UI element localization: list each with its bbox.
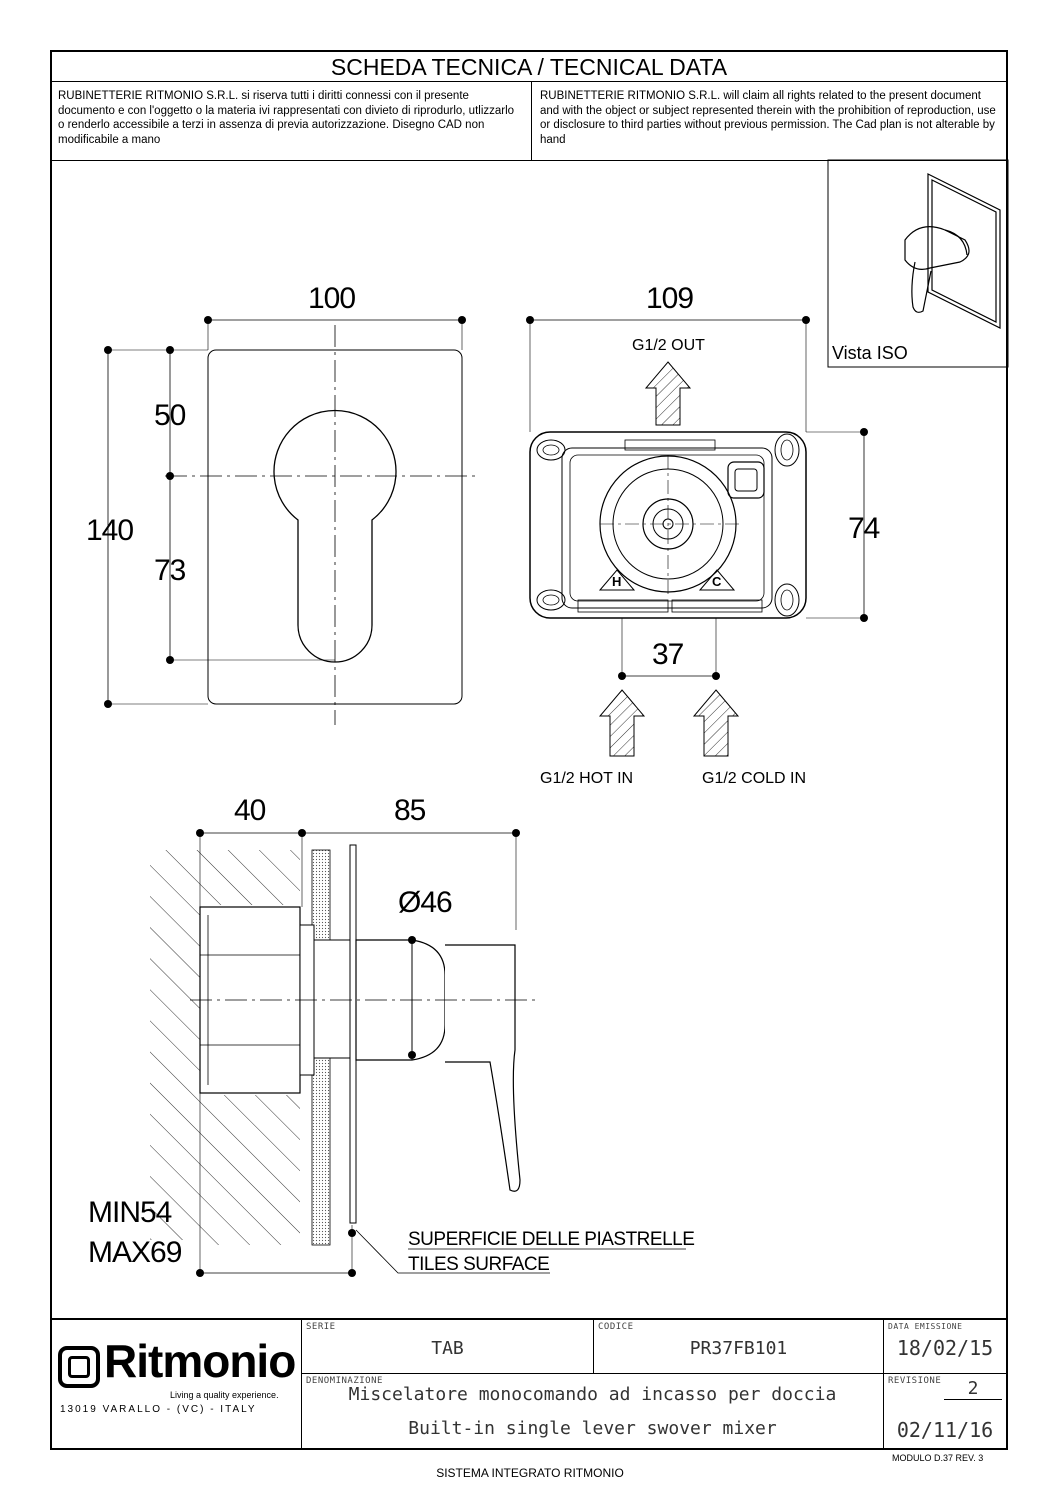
- iso-view-label: Vista ISO: [832, 343, 908, 363]
- brand-cell: Ritmonio Living a quality experience. 13…: [50, 1320, 302, 1450]
- dim-diameter: Ø46: [398, 886, 452, 919]
- back-view: [529, 319, 865, 677]
- cold-inlet-label: G1/2 COLD IN: [702, 770, 806, 787]
- company-address: 13019 VARALLO - (VC) - ITALY: [60, 1404, 257, 1415]
- front-view-dim-dots: [104, 316, 466, 708]
- description-english: Built-in single lever swover mixer: [408, 1418, 777, 1439]
- tiles-surface-label-it: SUPERFICIE DELLE PIASTRELLE: [408, 1229, 694, 1250]
- revision-date: 02/11/16: [896, 1418, 994, 1442]
- ritmonio-logo-icon: [58, 1346, 100, 1388]
- front-view: [107, 319, 475, 725]
- dim-back-width: 109: [646, 282, 693, 315]
- brand-tagline: Living a quality experience.: [170, 1390, 279, 1400]
- denominazione-cell: DENOMINAZIONE Miscelatore monocomando ad…: [302, 1374, 884, 1450]
- dim-front-width: 100: [308, 282, 355, 315]
- outlet-arrow-icon: [644, 361, 692, 426]
- iso-mixer-icon: [904, 173, 1001, 329]
- hot-inlet-label: G1/2 HOT IN: [540, 770, 633, 787]
- description-italian: Miscelatore monocomando ad incasso per d…: [348, 1384, 837, 1405]
- revisione-value: 2: [944, 1378, 1002, 1400]
- iso-view: Vista ISO: [827, 159, 1009, 368]
- codice-value: PR37FB101: [689, 1338, 788, 1359]
- dim-front-height: 140: [86, 514, 133, 547]
- tiles-surface-label-en: TILES SURFACE: [408, 1254, 549, 1275]
- denominazione-label: DENOMINAZIONE: [306, 1376, 383, 1386]
- modulo-reference: MODULO D.37 REV. 3: [892, 1453, 984, 1463]
- hot-mark: H: [612, 574, 621, 589]
- cold-mark: C: [712, 574, 722, 589]
- revisione-cell: REVISIONE 2 02/11/16: [884, 1374, 1006, 1450]
- codice-cell: CODICE PR37FB101: [594, 1320, 884, 1374]
- disclaimer-english: RUBINETTERIE RITMONIO S.R.L. will claim …: [540, 90, 996, 146]
- title-block: Ritmonio Living a quality experience. 13…: [50, 1318, 1008, 1450]
- outlet-label: G1/2 OUT: [632, 337, 705, 354]
- data-emissione-cell: DATA EMISSIONE 18/02/15: [884, 1320, 1006, 1374]
- dim-back-height: 74: [848, 512, 880, 545]
- serie-cell: SERIE TAB: [302, 1320, 594, 1374]
- revisione-label: REVISIONE: [888, 1376, 942, 1386]
- cold-inlet-arrow-icon: [692, 689, 740, 757]
- sheet-title: SCHEDA TECNICA / TECNICAL DATA: [50, 50, 1008, 82]
- side-view: [150, 832, 686, 1274]
- dim-front-lower: 73: [154, 554, 186, 587]
- brand-name: Ritmonio: [104, 1335, 296, 1387]
- dim-inlet-spacing: 37: [652, 638, 684, 671]
- drawing-sheet-border: [50, 50, 1008, 1450]
- side-view-dim-dots: [196, 829, 520, 1277]
- hot-inlet-arrow-icon: [598, 689, 646, 757]
- dim-front-top: 50: [154, 399, 186, 432]
- data-emissione-label: DATA EMISSIONE: [888, 1322, 963, 1331]
- data-emissione-value: 18/02/15: [896, 1336, 994, 1360]
- dim-min-depth: MIN54: [88, 1196, 172, 1229]
- dim-projection: 85: [394, 794, 426, 827]
- dim-max-depth: MAX69: [88, 1236, 182, 1269]
- disclaimer-italian: RUBINETTERIE RITMONIO S.R.L. si riserva …: [50, 82, 532, 160]
- dim-wall-depth: 40: [234, 794, 266, 827]
- serie-value: TAB: [431, 1338, 464, 1359]
- divider: [50, 160, 1008, 161]
- serie-label: SERIE: [306, 1322, 336, 1332]
- footer-system: SISTEMA INTEGRATO RITMONIO: [436, 1466, 624, 1480]
- codice-label: CODICE: [598, 1322, 634, 1332]
- back-view-dim-dots: [526, 316, 868, 680]
